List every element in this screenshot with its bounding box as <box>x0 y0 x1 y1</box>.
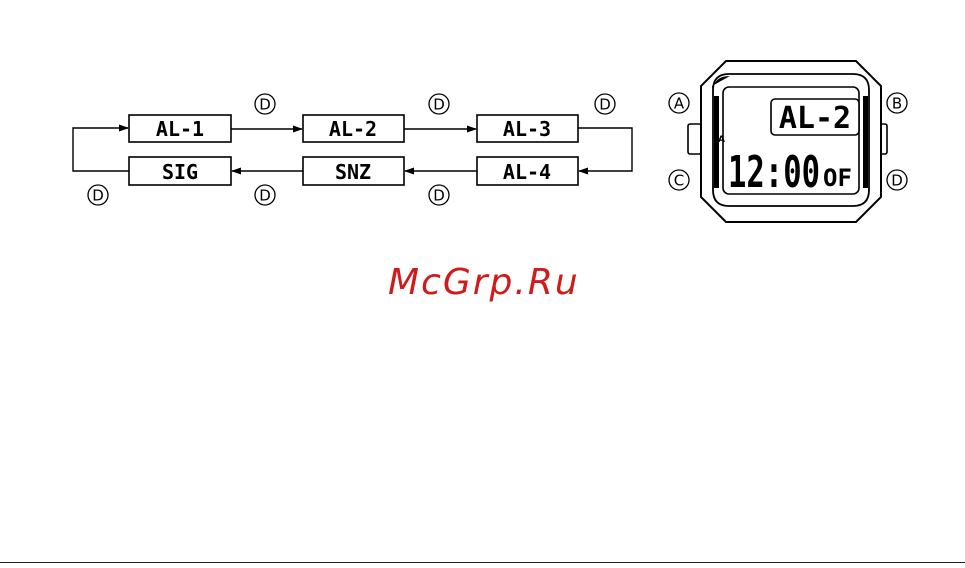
button-b-icon: B <box>887 93 907 113</box>
svg-text:D: D <box>259 96 271 114</box>
mode-label-al-1: AL-1 <box>156 117 204 141</box>
mode-box-al-2: AL-2 <box>303 115 404 142</box>
mode-label-al-2: AL-2 <box>329 117 377 141</box>
arrow-al3-to-al4 <box>578 128 632 171</box>
mode-box-snz: SNZ <box>303 157 404 185</box>
alarm-indicator: A <box>718 135 725 145</box>
mode-box-al-4: AL-4 <box>477 157 578 185</box>
arrow-sig-to-al1 <box>73 128 129 171</box>
svg-text:A: A <box>674 95 685 113</box>
watch-time-suffix: OF <box>823 164 852 192</box>
bottom-divider <box>0 562 965 563</box>
svg-text:D: D <box>599 96 611 114</box>
mode-label-al-3: AL-3 <box>503 117 551 141</box>
d-button-icon: D <box>429 185 449 205</box>
mode-label-snz: SNZ <box>335 160 371 184</box>
svg-text:C: C <box>674 172 684 190</box>
watch-mode-label: AL-2 <box>779 101 851 136</box>
mode-box-al-1: AL-1 <box>129 115 231 142</box>
button-d-icon: D <box>887 170 907 190</box>
svg-text:D: D <box>92 187 104 205</box>
d-button-icon: D <box>595 94 615 114</box>
d-button-icon: D <box>88 185 108 205</box>
d-button-icon: D <box>429 94 449 114</box>
button-c-icon: C <box>669 170 689 190</box>
mode-box-al-3: AL-3 <box>477 115 578 142</box>
watch-button-a <box>688 124 701 154</box>
watch-time: 12:00 <box>728 147 820 198</box>
svg-text:D: D <box>433 187 445 205</box>
watermark: McGrp.Ru <box>388 262 580 303</box>
mode-label-al-4: AL-4 <box>503 160 551 184</box>
mode-box-sig: SIG <box>129 157 231 185</box>
d-button-icon: D <box>255 185 275 205</box>
svg-text:D: D <box>891 172 903 190</box>
watch-illustration: AL-2 A 12:00 OF A B C D <box>669 61 907 222</box>
d-button-icon: D <box>255 94 275 114</box>
mode-label-sig: SIG <box>162 160 198 184</box>
button-a-icon: A <box>669 93 689 113</box>
svg-text:B: B <box>892 95 902 113</box>
svg-text:D: D <box>433 96 445 114</box>
svg-text:D: D <box>259 187 271 205</box>
